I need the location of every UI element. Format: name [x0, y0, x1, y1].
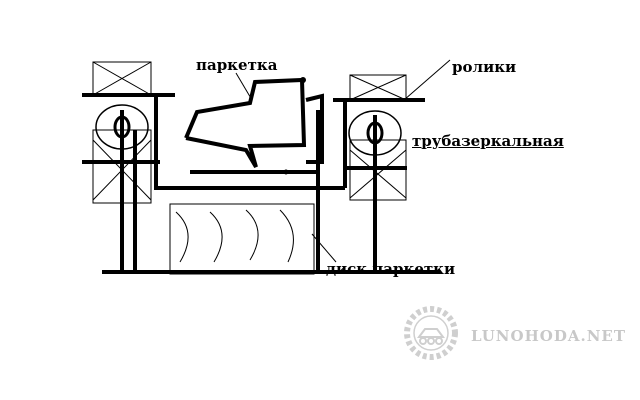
disc-blade-1 [175, 211, 189, 263]
site-watermark: LUNOHODA.NET [399, 301, 626, 370]
disc-blade-4 [279, 209, 294, 263]
lunar-rover-emblem-icon [399, 301, 463, 370]
right-roller-assembly [333, 59, 451, 272]
left-top-bracket [92, 61, 152, 96]
right-bottom-bracket [349, 139, 407, 201]
left-roller-assembly [82, 61, 175, 272]
disc-pointer [311, 233, 337, 263]
rollers-pointer [403, 59, 451, 101]
disc-blade-2 [209, 211, 223, 263]
carriage-disc-label: диск паркетки [326, 260, 456, 278]
disc-box-outline [169, 203, 315, 275]
disc-blade-3 [245, 209, 259, 261]
carriage-label: паркетка [196, 56, 278, 74]
frame [102, 95, 440, 274]
mirror-tube-label: трубазеркальная [412, 132, 564, 150]
carriage [184, 72, 324, 175]
carriage-outline [184, 77, 307, 169]
carriage-inner-frame [305, 93, 324, 164]
watermark-text: LUNOHODA.NET [471, 326, 626, 345]
right-top-bracket [349, 74, 407, 101]
carriage-pin-bottom [283, 169, 289, 175]
carriage-pin-top [300, 77, 306, 83]
carriage-pointer [235, 72, 253, 101]
frame-left-rail [154, 95, 345, 190]
carriage-disc-box [169, 203, 337, 275]
rollers-label: ролики [452, 58, 517, 76]
